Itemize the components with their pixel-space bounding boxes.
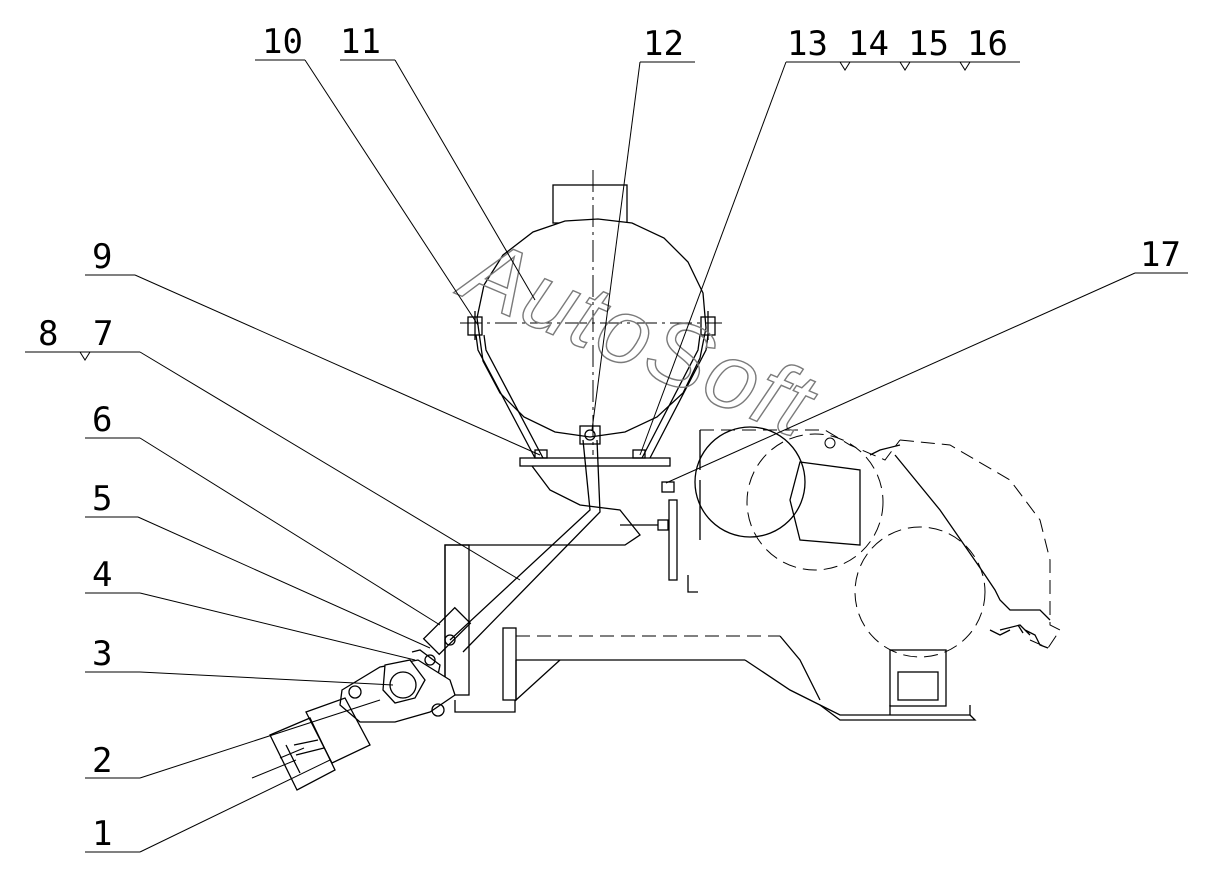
frame-chassis (444, 465, 977, 721)
callout-leaders (25, 59, 1188, 853)
shaft-assembly (251, 439, 601, 791)
side-bracket (620, 481, 698, 593)
callout-labels: 1 2 3 4 5 6 7 8 9 10 11 12 13 14 15 16 1… (38, 22, 1181, 854)
callout-15: 15 (908, 24, 949, 64)
callout-16: 16 (967, 24, 1008, 64)
callout-5: 5 (92, 479, 112, 519)
callout-2: 2 (92, 741, 112, 781)
callout-13: 13 (787, 24, 828, 64)
callout-1: 1 (92, 814, 112, 854)
callout-3: 3 (92, 634, 112, 674)
callout-8: 8 (38, 314, 58, 354)
tank-straps (467, 311, 716, 467)
callout-14: 14 (848, 24, 889, 64)
callout-7: 7 (93, 314, 113, 354)
callout-6: 6 (92, 400, 112, 440)
callout-4: 4 (92, 555, 112, 595)
callout-12: 12 (643, 24, 684, 64)
callout-11: 11 (340, 22, 381, 62)
callout-9: 9 (92, 237, 112, 277)
callout-17: 17 (1140, 235, 1181, 275)
engine-assembly (694, 426, 1061, 658)
fuel-tank (460, 170, 722, 455)
callout-10: 10 (262, 22, 303, 62)
